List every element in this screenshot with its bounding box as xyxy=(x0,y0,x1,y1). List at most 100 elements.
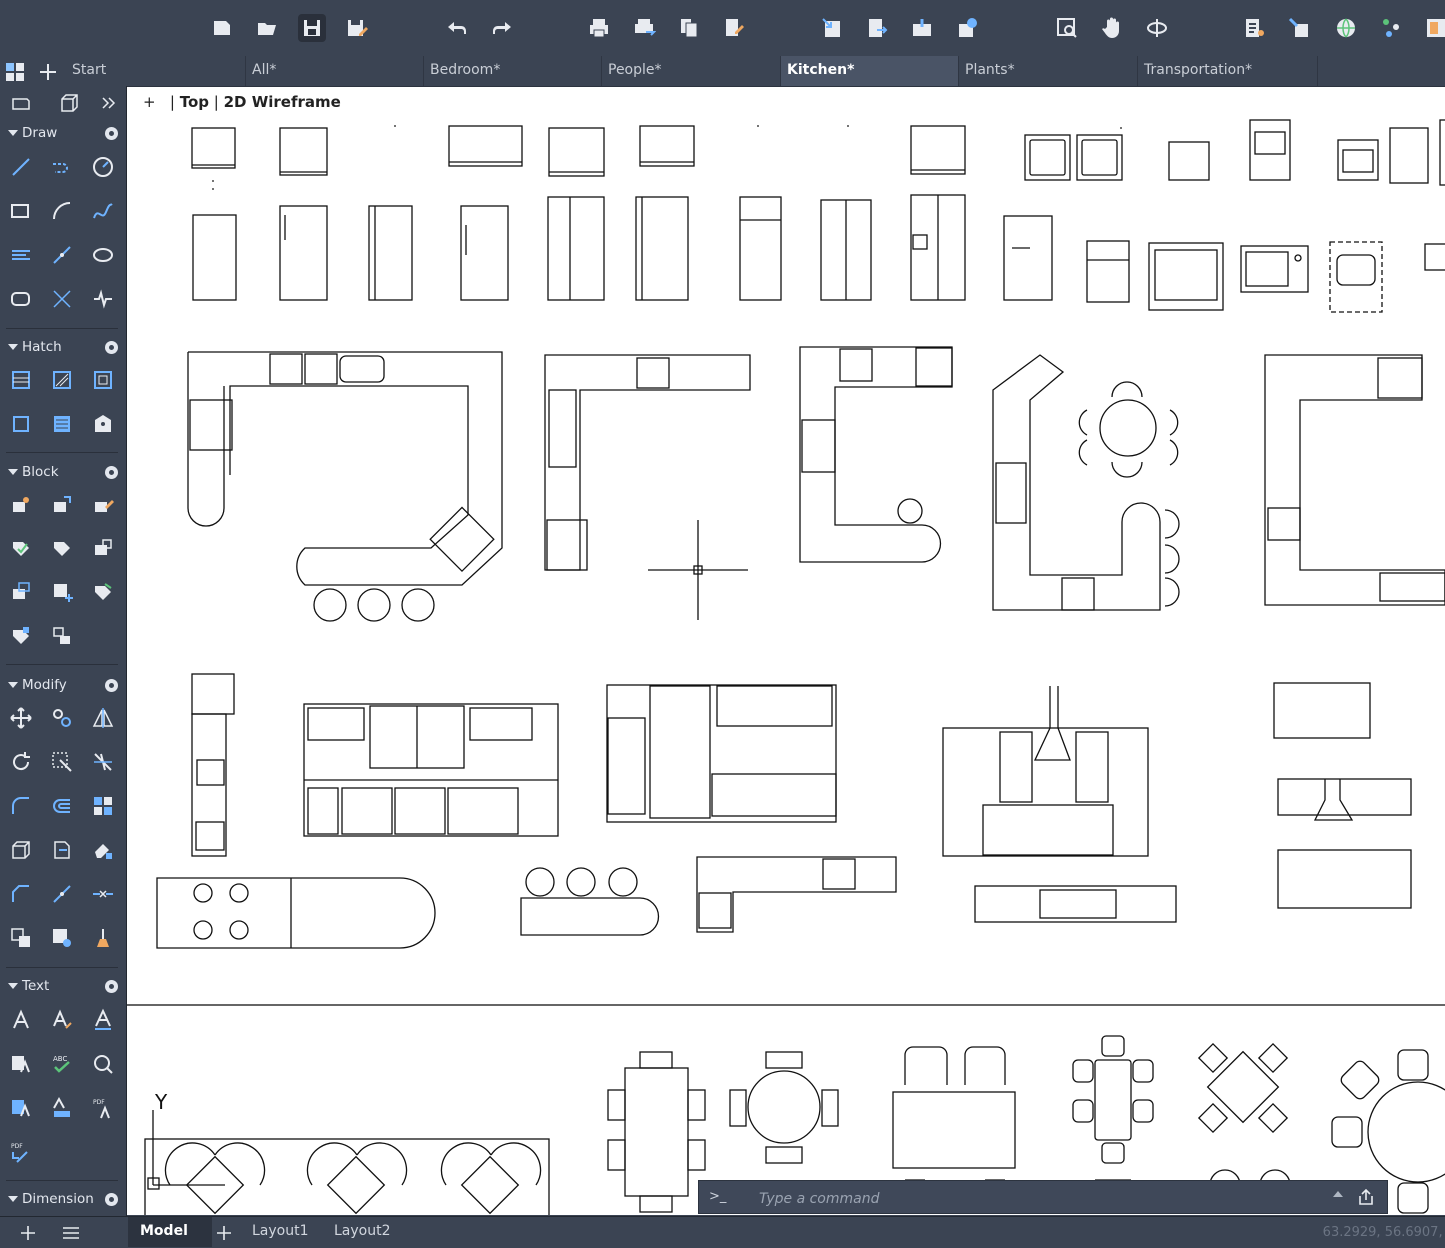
publish-icon[interactable] xyxy=(720,14,748,42)
arc-icon[interactable] xyxy=(47,196,77,226)
edit-text-icon[interactable] xyxy=(6,1049,36,1079)
erase-icon[interactable] xyxy=(88,835,118,865)
tab-start[interactable]: Start xyxy=(66,56,246,86)
xline-icon[interactable] xyxy=(47,284,77,314)
gear-icon[interactable] xyxy=(105,127,118,140)
tab-transportation[interactable]: Transportation* xyxy=(1138,56,1318,86)
spline-icon[interactable] xyxy=(88,196,118,226)
block-editor-icon[interactable] xyxy=(88,533,118,563)
gear-icon[interactable] xyxy=(105,980,118,993)
tab-plants[interactable]: Plants* xyxy=(959,56,1138,86)
explode-icon[interactable] xyxy=(6,923,36,953)
mirror-icon[interactable] xyxy=(88,703,118,733)
fillet-icon[interactable] xyxy=(6,791,36,821)
extrude-icon[interactable] xyxy=(6,835,36,865)
command-input[interactable] xyxy=(757,1187,1321,1211)
wipeout-icon[interactable] xyxy=(47,409,77,439)
tab-people[interactable]: People* xyxy=(602,56,781,86)
hatch-icon[interactable] xyxy=(6,365,36,395)
layers-icon[interactable] xyxy=(1377,14,1405,42)
copy-icon[interactable] xyxy=(47,703,77,733)
add-layout-plus-icon[interactable] xyxy=(214,1223,234,1243)
rectangle-icon[interactable] xyxy=(6,196,36,226)
sync-attribute-icon[interactable] xyxy=(88,577,118,607)
open-icon[interactable] xyxy=(253,14,281,42)
page-setup-icon[interactable] xyxy=(675,14,703,42)
trim-icon[interactable] xyxy=(88,747,118,777)
move-icon[interactable] xyxy=(6,703,36,733)
gear-icon[interactable] xyxy=(105,1193,118,1206)
join-icon[interactable] xyxy=(88,879,118,909)
section-dimension-header[interactable]: Dimension xyxy=(0,1189,126,1211)
expand-panel-icon[interactable] xyxy=(94,88,124,118)
undo-icon[interactable] xyxy=(443,14,471,42)
redo-icon[interactable] xyxy=(488,14,516,42)
new-tab-plus-icon[interactable] xyxy=(36,60,60,84)
gear-icon[interactable] xyxy=(105,341,118,354)
manage-attributes-icon[interactable] xyxy=(6,621,36,651)
tab-model[interactable]: Model xyxy=(128,1217,212,1247)
viewport-controls[interactable]: + | Top | 2D Wireframe xyxy=(143,93,341,111)
help-icon[interactable] xyxy=(1422,14,1445,42)
web-icon[interactable] xyxy=(1332,14,1360,42)
import-icon[interactable] xyxy=(818,14,846,42)
match-properties-icon[interactable] xyxy=(1285,14,1313,42)
boundary-icon[interactable] xyxy=(88,365,118,395)
save-as-icon[interactable] xyxy=(343,14,371,42)
text-align-icon[interactable] xyxy=(47,1093,77,1123)
region-icon[interactable] xyxy=(6,409,36,439)
pan-icon[interactable] xyxy=(1098,14,1126,42)
add-plus-icon[interactable] xyxy=(18,1223,38,1243)
spell-check-icon[interactable]: ABC xyxy=(47,1049,77,1079)
3d-view-icon[interactable] xyxy=(54,88,84,118)
line-icon[interactable] xyxy=(6,152,36,182)
create-block-icon[interactable] xyxy=(47,490,77,520)
gear-icon[interactable] xyxy=(105,679,118,692)
orbit-icon[interactable] xyxy=(1143,14,1171,42)
add-block-icon[interactable] xyxy=(47,577,77,607)
share-icon[interactable] xyxy=(908,14,936,42)
grid-menu-icon[interactable] xyxy=(4,61,26,83)
pdf-text-icon[interactable]: PDF xyxy=(88,1093,118,1123)
gear-icon[interactable] xyxy=(105,466,118,479)
ellipse-icon[interactable] xyxy=(88,240,118,270)
revcloud-icon[interactable] xyxy=(6,284,36,314)
circle-icon[interactable] xyxy=(88,152,118,182)
plot-icon[interactable] xyxy=(585,14,613,42)
zoom-window-icon[interactable] xyxy=(1053,14,1081,42)
tab-layout2[interactable]: Layout2 xyxy=(334,1223,391,1239)
tab-kitchen[interactable]: Kitchen* xyxy=(781,56,959,86)
batch-plot-icon[interactable] xyxy=(630,14,658,42)
tab-layout1[interactable]: Layout1 xyxy=(252,1223,309,1239)
attribute-tag-icon[interactable] xyxy=(47,533,77,563)
text-style-icon[interactable] xyxy=(47,1005,77,1035)
wave-icon[interactable] xyxy=(88,284,118,314)
polyline-icon[interactable] xyxy=(47,152,77,182)
drawing-canvas[interactable]: + | Top | 2D Wireframe xyxy=(127,87,1445,1215)
edit-block-icon[interactable] xyxy=(88,490,118,520)
visual-style-label[interactable]: 2D Wireframe xyxy=(223,93,341,111)
ray-icon[interactable] xyxy=(47,240,77,270)
edit-polyline-icon[interactable] xyxy=(47,923,77,953)
array-icon[interactable] xyxy=(88,791,118,821)
offset-icon[interactable] xyxy=(47,791,77,821)
layout-menu-icon[interactable] xyxy=(60,1223,82,1243)
command-prompt-icon[interactable]: >_ xyxy=(709,1189,727,1204)
text-table-icon[interactable] xyxy=(6,1093,36,1123)
section-text-header[interactable]: Text xyxy=(0,976,126,998)
2d-view-icon[interactable] xyxy=(6,88,36,118)
section-block-header[interactable]: Block xyxy=(0,462,126,484)
cloud-icon[interactable] xyxy=(953,14,981,42)
replace-block-icon[interactable] xyxy=(47,621,77,651)
section-hatch-header[interactable]: Hatch xyxy=(0,337,126,359)
purge-icon[interactable] xyxy=(88,923,118,953)
multiline-text-icon[interactable] xyxy=(88,1005,118,1035)
stretch-icon[interactable] xyxy=(47,835,77,865)
lengthen-icon[interactable] xyxy=(47,879,77,909)
new-icon[interactable] xyxy=(208,14,236,42)
view-cube-label[interactable]: Top xyxy=(179,93,210,111)
scale-icon[interactable] xyxy=(47,747,77,777)
properties-icon[interactable] xyxy=(1240,14,1268,42)
wblock-icon[interactable] xyxy=(6,577,36,607)
find-text-icon[interactable] xyxy=(88,1049,118,1079)
